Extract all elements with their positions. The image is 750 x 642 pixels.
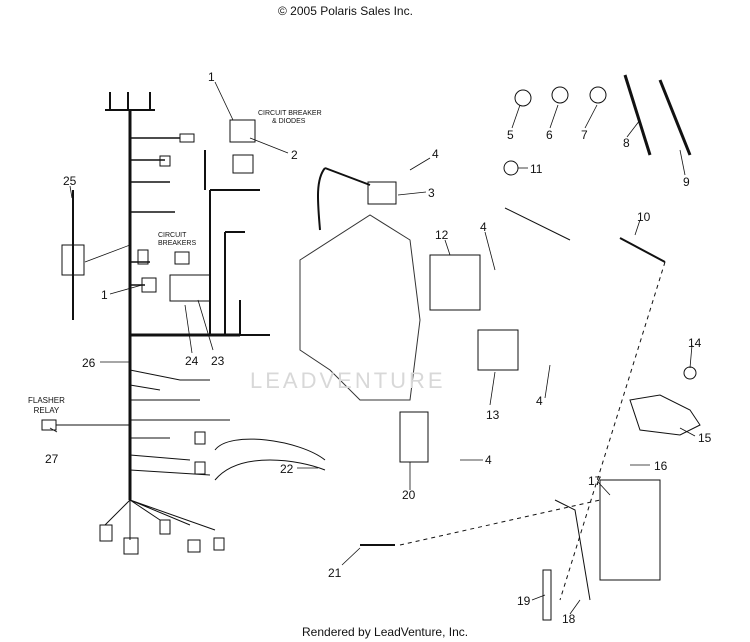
label-flasher-line1: FLASHER	[28, 396, 65, 405]
callout-16: 16	[654, 459, 668, 473]
callout-10: 10	[637, 210, 651, 224]
callout-3: 3	[428, 186, 435, 200]
callout-18: 18	[562, 612, 576, 626]
callout-8: 8	[623, 136, 630, 150]
label-flasher-line2: RELAY	[33, 406, 60, 415]
callout-26: 26	[82, 356, 96, 370]
callout-25: 25	[63, 174, 77, 188]
callout-6: 6	[546, 128, 553, 142]
callout-1: 1	[208, 70, 215, 84]
copyright-header: © 2005 Polaris Sales Inc.	[278, 4, 413, 18]
callout-27: 27	[45, 452, 59, 466]
callout-4: 4	[432, 147, 439, 161]
label-cbd-line1: CIRCUIT BREAKER	[258, 110, 322, 117]
callout-7: 7	[581, 128, 588, 142]
callout-22: 22	[280, 462, 294, 476]
callout-21: 21	[328, 566, 342, 580]
callout-4-b: 4	[480, 220, 487, 234]
callout-17: 17	[588, 474, 602, 488]
label-circuit-breakers: CIRCUIT BREAKERS	[158, 232, 196, 248]
watermark-text: LEADVENTURE	[250, 368, 446, 393]
callout-11: 11	[530, 162, 543, 176]
callout-15: 15	[698, 431, 712, 445]
callout-13: 13	[486, 408, 500, 422]
callout-2: 2	[291, 148, 298, 162]
callout-4-d: 4	[485, 453, 492, 467]
callout-14: 14	[688, 336, 702, 350]
callout-12: 12	[435, 228, 449, 242]
callout-20: 20	[402, 488, 416, 502]
callout-24: 24	[185, 354, 199, 368]
label-cb-line2: BREAKERS	[158, 240, 197, 247]
callout-19: 19	[517, 594, 531, 608]
label-flasher-relay: FLASHER RELAY	[28, 396, 65, 416]
callout-9: 9	[683, 175, 690, 189]
label-circuit-breaker-diodes: CIRCUIT BREAKER & DIODES	[258, 110, 322, 126]
callout-4-c: 4	[536, 394, 543, 408]
callout-1-b: 1	[101, 288, 108, 302]
footer-credit: Rendered by LeadVenture, Inc.	[302, 625, 469, 639]
label-cbd-line2: & DIODES	[272, 118, 306, 125]
label-cb-line1: CIRCUIT	[158, 232, 187, 239]
callout-5: 5	[507, 128, 514, 142]
callout-23: 23	[211, 354, 225, 368]
